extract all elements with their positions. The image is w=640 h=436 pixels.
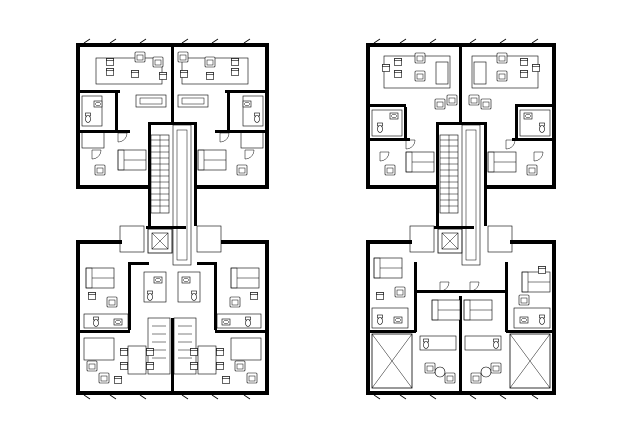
lower-apartments-left [76, 240, 269, 400]
floor-plan-right [366, 38, 556, 400]
upper-apartments-right [366, 38, 556, 189]
core-right [409, 122, 513, 266]
upper-apartments-left [76, 38, 269, 189]
floor-plan-left [76, 38, 269, 400]
core-left [119, 122, 222, 266]
lower-apartments-right [366, 240, 556, 400]
